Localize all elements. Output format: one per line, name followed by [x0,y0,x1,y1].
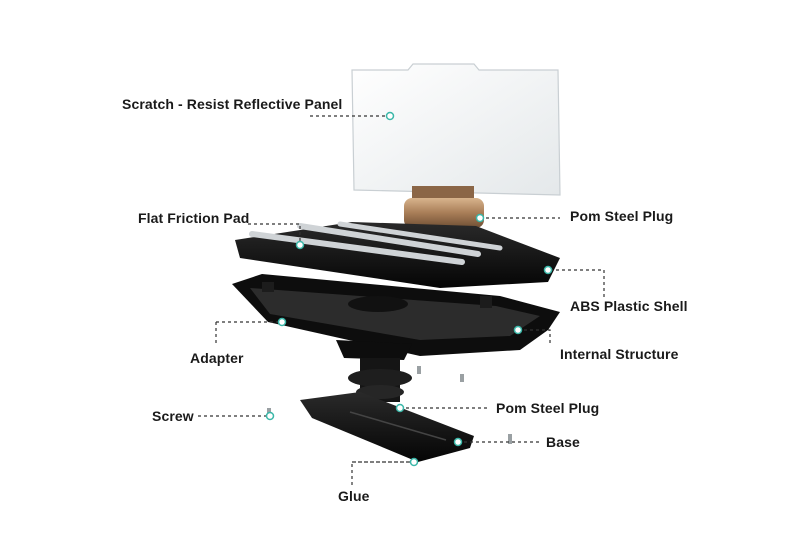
marker-internal [513,325,523,335]
label-abs-shell: ABS Plastic Shell [570,298,688,314]
marker-pom-plug-bottom [395,403,405,413]
friction-pad-plate [235,221,560,288]
marker-abs-shell [543,265,553,275]
abs-shell-tray [232,274,560,356]
leader-glue [351,461,414,486]
pom-steel-plug-top [404,186,484,228]
label-pom-plug-top: Pom Steel Plug [570,208,674,224]
marker-glue [409,457,419,467]
leader-lines [198,115,605,486]
marker-adapter [277,317,287,327]
reflective-panel [351,63,561,196]
marker-pom-plug-top [475,213,485,223]
leader-abs-shell [550,269,605,300]
label-glue: Glue [338,488,370,504]
label-screw: Screw [152,408,194,424]
leader-markers [265,111,553,467]
label-friction-pad: Flat Friction Pad [138,210,250,226]
label-adapter: Adapter [190,350,244,366]
base-plate [300,392,474,462]
leader-internal [518,329,551,346]
label-base: Base [546,434,580,450]
marker-friction-pad [295,240,305,250]
label-panel: Scratch - Resist Reflective Panel [122,96,343,112]
adapter-column [336,340,412,402]
label-pom-plug-bottom: Pom Steel Plug [496,400,600,416]
marker-screw [265,411,275,421]
label-internal: Internal Structure [560,346,679,362]
marker-panel [385,111,395,121]
marker-base [453,437,463,447]
